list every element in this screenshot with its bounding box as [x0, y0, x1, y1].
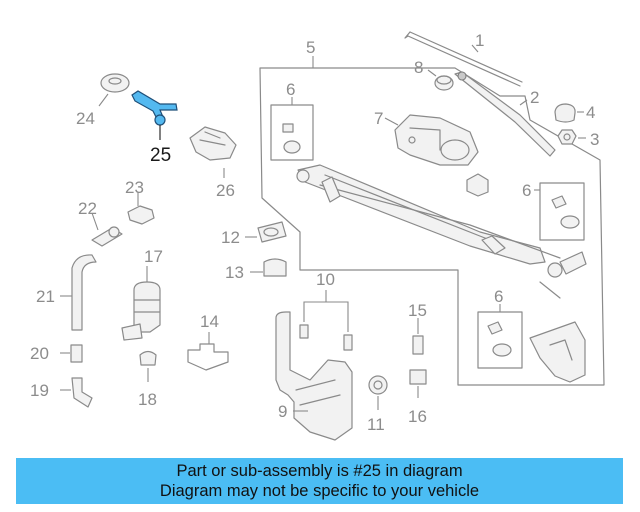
grommet-set-right — [551, 195, 580, 229]
callout-4: 4 — [586, 103, 595, 122]
washer-hose — [71, 254, 97, 331]
pivot-cap — [554, 103, 576, 123]
callout-18: 18 — [138, 390, 157, 409]
callout-22: 22 — [78, 199, 97, 218]
washer-pump — [121, 281, 161, 341]
grommet-set-upper — [282, 123, 301, 154]
callout-5: 5 — [306, 38, 315, 57]
pump-grommet — [139, 350, 157, 366]
callout-25: 25 — [150, 145, 171, 166]
callout-16: 16 — [408, 407, 427, 426]
pivot-bracket — [529, 321, 586, 383]
parts-diagram: 1 2 8 4 3 5 6 7 — [30, 31, 605, 441]
callout-6-right: 6 — [522, 181, 531, 200]
callout-10: 10 — [316, 270, 335, 289]
wiper-linkage — [296, 164, 587, 299]
washer-hose-y-connector — [131, 90, 178, 126]
callout-6-upper: 6 — [286, 80, 295, 99]
mounting-bolts — [299, 324, 353, 351]
callout-12: 12 — [221, 228, 240, 247]
callout-19: 19 — [30, 381, 49, 400]
callout-11: 11 — [367, 415, 385, 434]
callout-8: 8 — [414, 58, 423, 77]
grommet-set-lower — [487, 321, 512, 357]
hose-elbow — [71, 377, 93, 408]
washer-reservoir — [275, 311, 353, 441]
reservoir-bracket — [187, 343, 229, 371]
nut-cap — [434, 75, 454, 91]
assembly-frame — [259, 67, 605, 386]
wiper-arm — [454, 71, 556, 157]
banner-line-2: Diagram may not be specific to your vehi… — [159, 482, 480, 500]
reservoir-grommet — [368, 375, 388, 395]
nut — [409, 369, 427, 385]
bolt — [412, 335, 424, 355]
callout-15: 15 — [408, 301, 427, 320]
callout-20: 20 — [30, 344, 49, 363]
motor-bushing — [466, 173, 489, 197]
callout-23: 23 — [125, 178, 144, 197]
callout-3: 3 — [590, 130, 599, 149]
callout-7: 7 — [374, 109, 383, 128]
info-banner: Part or sub-assembly is #25 in diagram D… — [16, 458, 623, 504]
callout-13: 13 — [225, 263, 244, 282]
washer-nozzle — [189, 126, 237, 161]
callout-2: 2 — [530, 88, 539, 107]
callout-17: 17 — [144, 247, 163, 266]
callout-26: 26 — [216, 181, 235, 200]
wiper-motor — [394, 114, 479, 166]
callout-9: 9 — [278, 402, 287, 421]
banner-line-1: Part or sub-assembly is #25 in diagram — [176, 462, 463, 480]
hose-connector-straight — [127, 205, 155, 225]
callout-21: 21 — [36, 287, 55, 306]
pivot-nut — [557, 129, 577, 145]
hose-clip — [257, 221, 287, 243]
callout-6-lower: 6 — [494, 287, 503, 306]
reservoir-cap — [263, 258, 287, 277]
callout-24: 24 — [76, 109, 95, 128]
hose-plug — [70, 344, 83, 363]
washer-grommet — [100, 73, 130, 93]
wiper-blade — [404, 31, 523, 87]
hose-connector-angled — [91, 226, 123, 247]
callout-14: 14 — [200, 312, 219, 331]
callout-1: 1 — [475, 31, 484, 50]
